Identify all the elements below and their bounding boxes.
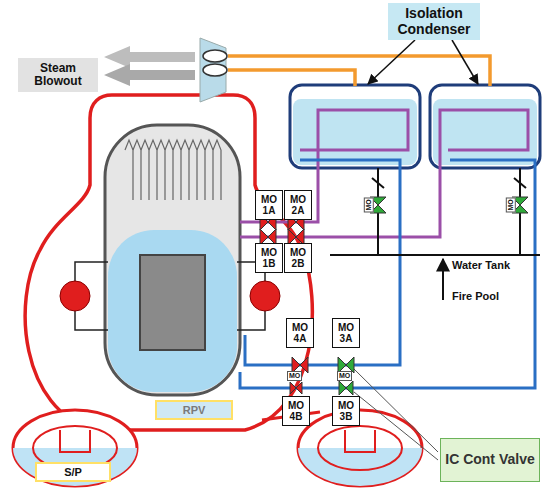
node-text: MO 4B (286, 400, 306, 422)
steam-vent-line (228, 56, 490, 86)
node-text: MO 2A (288, 194, 308, 216)
callout-arrow (368, 40, 415, 84)
title-box: Isolation Condenser (388, 3, 480, 40)
valve-mark: MO (337, 371, 352, 381)
callout-box: IC Cont Valve (440, 438, 540, 482)
condensate-line (240, 160, 535, 388)
condenser-tank (430, 85, 540, 168)
dryer-fin (133, 140, 141, 200)
dryer-fin (173, 140, 181, 200)
node-text: MO 3B (336, 400, 356, 422)
recirculation-pump (250, 281, 280, 311)
label-box: Steam Blowout (18, 58, 98, 92)
dryer-fin (213, 140, 221, 200)
pipe-end (203, 64, 227, 76)
torus-left (13, 410, 137, 486)
fire-pool-arrow (442, 259, 444, 300)
makeup-line (330, 168, 540, 255)
node-text: MO 1B (259, 247, 279, 269)
reactor-core (140, 255, 205, 350)
node-text: MO 2B (288, 247, 308, 269)
valve-symbol (290, 382, 302, 394)
valve-tag: MO 1B (255, 243, 283, 273)
leader-line (354, 369, 438, 460)
recirculation-loop (75, 262, 265, 330)
dryer-fin (157, 140, 165, 200)
node-text: Steam Blowout (21, 62, 95, 88)
callout-arrow (452, 40, 478, 84)
recirculation-pump (60, 281, 90, 311)
valve-mark: MO (506, 197, 516, 212)
drawing-part (13, 410, 137, 486)
node-text: MO 3A (336, 322, 356, 344)
drawing-part (298, 410, 422, 486)
reactor-vessel (105, 125, 240, 395)
dryer-fin (205, 140, 213, 200)
containment-outline (25, 95, 312, 430)
steam-supply-line (240, 110, 528, 237)
blowout-duct (200, 38, 226, 102)
drawing-part (60, 430, 90, 452)
drawing-part (345, 430, 375, 452)
dryer-fin (165, 140, 173, 200)
dryer-fin (141, 140, 149, 200)
valve-group (260, 197, 528, 395)
dryer-fin (125, 140, 133, 200)
node-text: IC Cont Valve (445, 452, 534, 467)
check-valve (372, 178, 526, 188)
dryer-fin (189, 140, 197, 200)
node-text: MO 1A (259, 194, 279, 216)
valve-symbol (339, 381, 353, 395)
label-box: RPV (155, 400, 233, 420)
node-text: RPV (183, 404, 206, 416)
drawing-part (13, 448, 137, 486)
line-label: Water Tank (450, 259, 512, 271)
steam-dryer (125, 140, 221, 200)
valve-tag: MO 2B (284, 243, 312, 273)
valve-tag: MO 4B (282, 396, 310, 426)
valve-tag: MO 1A (255, 190, 283, 220)
node-text: S/P (64, 466, 82, 478)
valve-tag: MO 3A (332, 318, 360, 348)
vessel-water (108, 230, 237, 392)
valve-tag: MO 4A (286, 318, 314, 348)
node-text: MO 4A (290, 322, 310, 344)
torus-right (298, 410, 422, 486)
valve-mark: MO (287, 371, 302, 381)
steam-arrow (104, 64, 195, 86)
valve-tag: MO 2A (284, 190, 312, 220)
steam-arrow (104, 46, 195, 68)
dryer-fin (197, 140, 205, 200)
drawing-part (318, 426, 402, 470)
steam-supply-line (240, 110, 408, 222)
line-label: Fire Pool (450, 290, 501, 302)
node-text: Isolation Condenser (391, 6, 477, 37)
valve-mark: MO (364, 197, 374, 212)
label-box: S/P (35, 462, 111, 482)
condenser-tank (290, 85, 420, 168)
condensate-line (245, 160, 400, 365)
pipe-end (203, 50, 227, 62)
dryer-fin (149, 140, 157, 200)
dryer-fin (181, 140, 189, 200)
valve-tag: MO 3B (332, 396, 360, 426)
drawing-part (298, 448, 422, 486)
